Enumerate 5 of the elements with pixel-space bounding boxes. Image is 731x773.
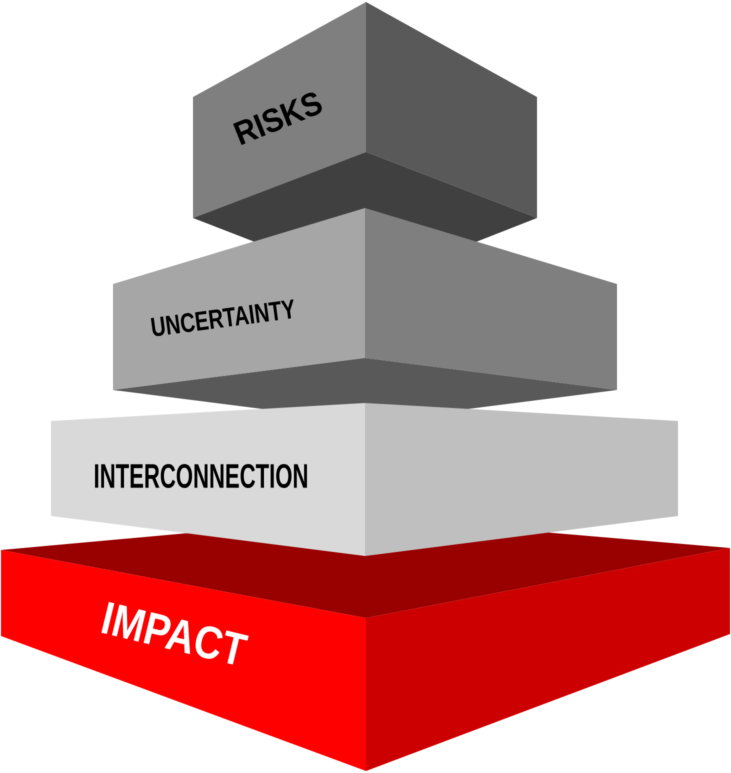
tier-block: IMPACT: [1, 517, 730, 771]
tier-block: UNCERTAINTY: [113, 208, 617, 422]
node-label: RISKS: [233, 92, 322, 145]
tier-block: INTERCONNECTION: [51, 403, 678, 556]
node-label: IMPACT: [101, 602, 249, 665]
